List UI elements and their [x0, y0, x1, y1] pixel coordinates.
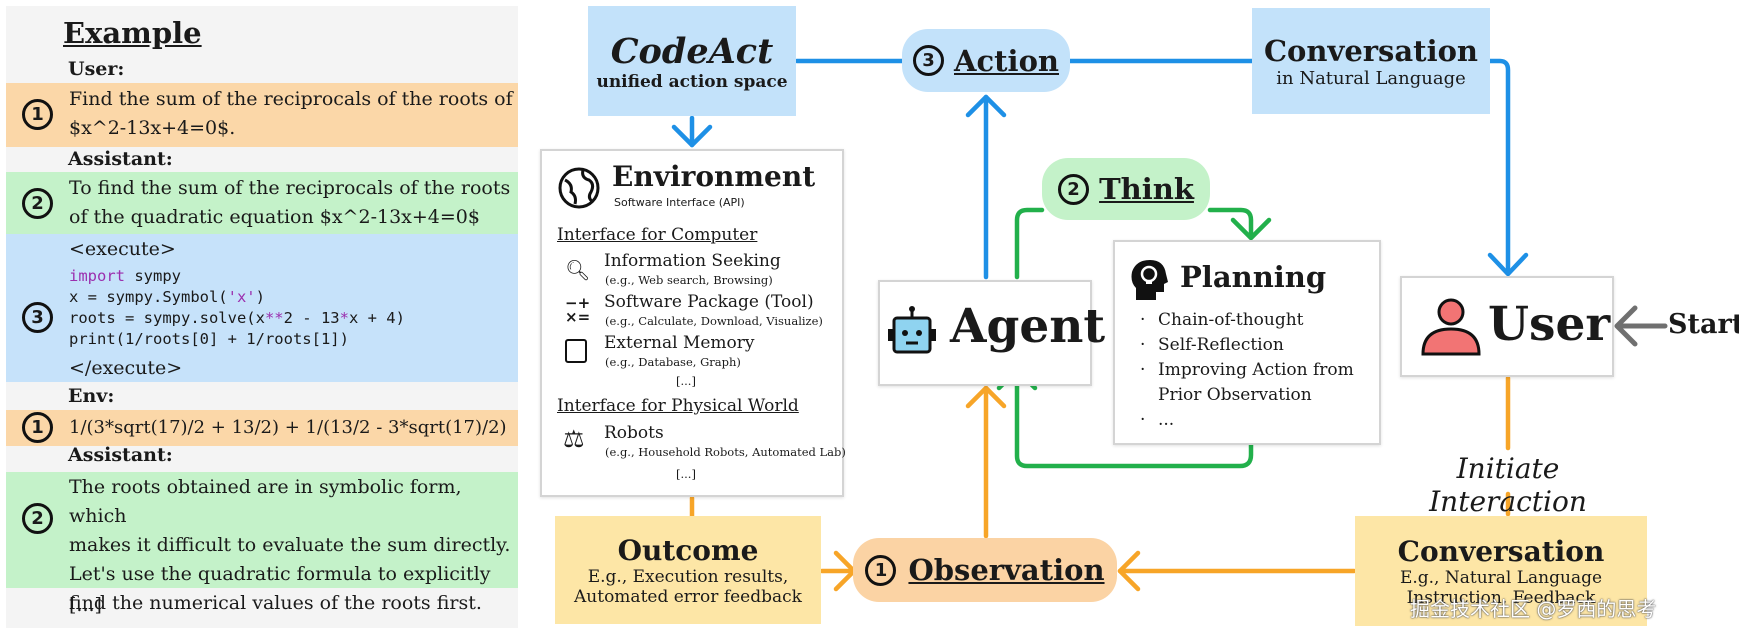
computer-interface-header: Interface for Computer	[557, 225, 758, 245]
env-item-name: Robots	[604, 423, 664, 443]
think-pill: 2 Think	[1042, 158, 1210, 220]
step-1-badge-env: 1	[22, 412, 53, 443]
think-label: Think	[1099, 172, 1194, 206]
step-1-badge: 1	[22, 99, 53, 130]
codeact-subtitle: unified action space	[596, 71, 788, 92]
conversation-bottom-title: Conversation	[1397, 534, 1605, 568]
step-3-badge: 3	[22, 302, 53, 333]
assistant-action-band	[6, 234, 518, 382]
env-message: 1/(3*sqrt(17)/2 + 13/2) + 1/(13/2 - 3*sq…	[69, 417, 507, 438]
conversation-bottom-line2: Instruction, Feedback	[1406, 587, 1596, 608]
user-box	[1400, 276, 1614, 377]
assistant-think-band	[6, 172, 518, 234]
outcome-line1: E.g., Execution results,	[587, 566, 789, 587]
memory-icon	[565, 339, 587, 363]
environment-title: Environment	[612, 160, 816, 193]
start-label: Start	[1668, 309, 1739, 340]
conversation-top-title: Conversation	[1263, 33, 1479, 68]
outcome-title: Outcome	[617, 533, 759, 567]
codeact-box: CodeAct unified action space	[588, 6, 796, 116]
example-title: Example	[63, 16, 202, 50]
env-item-name: Software Package (Tool)	[604, 292, 814, 312]
environment-box	[540, 149, 844, 497]
initiate-interaction-label: Initiate Interaction	[1429, 452, 1587, 518]
env-message-band	[6, 410, 518, 446]
planning-item: ·Chain-of-thought	[1140, 310, 1304, 330]
env-item-detail: (e.g., Household Robots, Automated Lab)	[605, 445, 846, 459]
user-label: User:	[68, 58, 125, 80]
code-block: import sympy x = sympy.Symbol('x') roots…	[69, 267, 405, 348]
watermark: 掘金技术社区 @罗西的思考	[1410, 597, 1657, 621]
codeact-title: CodeAct	[610, 30, 774, 72]
planning-item: ·Improving Action from	[1140, 360, 1354, 380]
step-2-badge-final: 2	[22, 503, 53, 534]
environment-subtitle: Software Interface (API)	[614, 196, 745, 209]
env-ellipsis: [...]	[676, 467, 696, 481]
globe-icon	[557, 166, 601, 210]
outcome-line2: Automated error feedback	[574, 586, 802, 607]
user-message-band	[6, 83, 518, 147]
step-3-badge-action: 3	[913, 45, 944, 76]
robot-icon	[887, 305, 937, 361]
arrowhead-user	[1487, 252, 1529, 277]
assistant-final-message: The roots obtained are in symbolic form,…	[69, 476, 511, 614]
env-item-detail: (e.g., Calculate, Download, Visualize)	[605, 314, 823, 328]
arrow-planning-agent	[1014, 367, 1254, 469]
assistant-label-2: Assistant:	[68, 444, 173, 466]
env-item-detail: (e.g., Database, Graph)	[605, 355, 741, 369]
arrow-think-planning	[1207, 207, 1254, 239]
user-message: Find the sum of the reciprocals of the r…	[69, 88, 513, 139]
planning-title: Planning	[1180, 260, 1327, 294]
planning-item: ·Self-Reflection	[1140, 335, 1284, 355]
conversation-top-subtitle: in Natural Language	[1276, 67, 1466, 89]
user-label: User	[1488, 297, 1611, 352]
env-label: Env:	[68, 385, 115, 407]
planning-item: Prior Observation	[1158, 385, 1312, 405]
conversation-bottom-box: Conversation E.g., Natural Language Inst…	[1355, 516, 1647, 626]
step-2-badge: 2	[22, 188, 53, 219]
action-label: Action	[954, 43, 1059, 78]
step-1-badge-observation: 1	[865, 554, 897, 586]
env-item-name: Information Seeking	[604, 251, 781, 271]
agent-label: Agent	[950, 299, 1106, 354]
person-icon	[1420, 297, 1482, 357]
planning-item: ·...	[1140, 410, 1175, 430]
outcome-box: Outcome E.g., Execution results, Automat…	[555, 516, 821, 624]
robot-arm-icon: ⚖︎	[563, 425, 585, 453]
planning-list: ·Chain-of-thought ·Self-Reflection ·Impr…	[1140, 308, 1354, 433]
env-item-detail: (e.g., Web search, Browsing)	[605, 273, 773, 287]
physical-interface-header: Interface for Physical World	[557, 396, 799, 416]
arrow-agent-think	[1014, 207, 1045, 280]
conversation-top-box: Conversation in Natural Language	[1252, 8, 1490, 114]
execute-close-tag: </execute>	[69, 357, 183, 379]
example-ellipsis: [...]	[69, 594, 102, 616]
assistant-label: Assistant:	[68, 148, 173, 170]
info-seeking-icon: 🔍︎	[565, 258, 591, 282]
assistant-final-band	[6, 472, 518, 588]
env-ellipsis: [...]	[676, 374, 696, 388]
execute-open-tag: <execute>	[69, 238, 176, 260]
env-item-name: External Memory	[604, 333, 755, 353]
calculator-icon: −+×=	[565, 294, 591, 326]
step-2-badge-think: 2	[1058, 173, 1090, 205]
observation-label: Observation	[908, 553, 1105, 587]
action-pill: 3 Action	[902, 29, 1070, 92]
conversation-bottom-line1: E.g., Natural Language	[1399, 567, 1603, 588]
brain-head-icon	[1130, 258, 1168, 302]
observation-pill: 1 Observation	[853, 538, 1117, 602]
arrow-conversation-user	[1487, 58, 1511, 273]
